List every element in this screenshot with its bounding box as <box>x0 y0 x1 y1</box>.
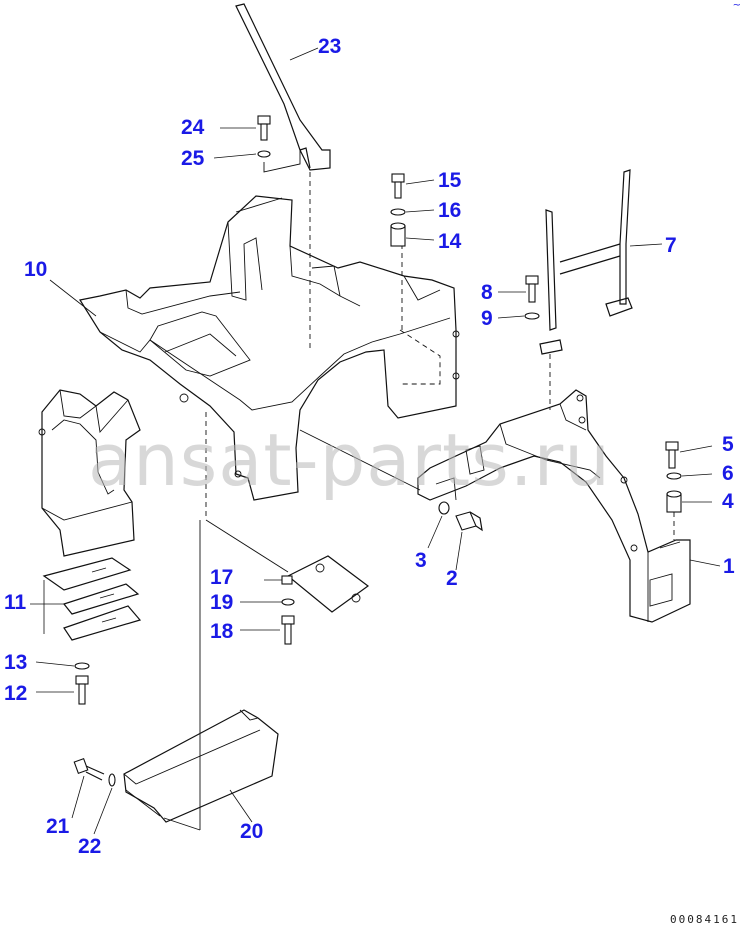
callout-16[interactable]: 16 <box>438 199 462 222</box>
part-14-spacer <box>390 222 435 247</box>
callout-14[interactable]: 14 <box>438 230 462 253</box>
callout-4[interactable]: 4 <box>722 490 734 513</box>
callout-19[interactable]: 19 <box>210 591 234 614</box>
callout-6[interactable]: 6 <box>722 462 734 485</box>
callout-9[interactable]: 9 <box>481 307 493 330</box>
callout-12[interactable]: 12 <box>4 682 28 705</box>
part-12-bolt <box>36 675 89 705</box>
callout-24[interactable]: 24 <box>181 116 205 139</box>
part-25-washer <box>213 150 301 173</box>
part-11-shims <box>30 557 142 641</box>
callout-1[interactable]: 1 <box>723 555 735 578</box>
part-13-washer <box>35 661 90 670</box>
callout-2[interactable]: 2 <box>446 567 458 590</box>
part-19-washer <box>240 598 295 606</box>
part-8-bolt <box>498 275 539 303</box>
callout-23[interactable]: 23 <box>318 35 342 58</box>
part-1-rear-frame <box>299 389 721 623</box>
part-15-bolt <box>391 173 435 199</box>
part-6-washer <box>666 472 713 480</box>
part-left-fender <box>38 389 141 557</box>
callout-10[interactable]: 10 <box>24 258 48 281</box>
callout-8[interactable]: 8 <box>481 281 493 304</box>
part-20-under-cover <box>123 520 279 831</box>
part-3-washer <box>427 501 450 549</box>
part-7-handrail <box>539 169 663 410</box>
part-24-bolt <box>220 115 271 141</box>
callout-20[interactable]: 20 <box>240 820 264 843</box>
watermark: ansat-parts.ru <box>88 418 611 502</box>
part-5-bolt <box>665 441 713 469</box>
callout-13[interactable]: 13 <box>4 651 28 674</box>
callout-21[interactable]: 21 <box>46 815 70 838</box>
callout-25[interactable]: 25 <box>181 147 205 170</box>
callout-5[interactable]: 5 <box>722 433 734 456</box>
part-9-washer <box>497 312 540 320</box>
callout-18[interactable]: 18 <box>210 620 234 643</box>
corner-mark: ~ <box>732 0 741 11</box>
callout-7[interactable]: 7 <box>665 234 677 257</box>
callout-22[interactable]: 22 <box>78 835 102 858</box>
callout-15[interactable]: 15 <box>438 169 462 192</box>
document-number: 00084161 <box>670 913 739 926</box>
part-16-washer <box>390 208 435 216</box>
callout-17[interactable]: 17 <box>210 566 234 589</box>
callout-3[interactable]: 3 <box>415 549 427 572</box>
part-17-cover-plate <box>205 519 370 613</box>
callout-11[interactable]: 11 <box>4 591 27 614</box>
part-18-bolt <box>240 615 295 645</box>
part-2-bolt <box>455 511 483 571</box>
part-21-bolt <box>71 757 105 819</box>
part-4-spacer <box>666 490 712 540</box>
part-22-washer <box>93 773 116 835</box>
part-10-main-frame <box>49 195 460 520</box>
part-23-handrail <box>235 3 331 350</box>
